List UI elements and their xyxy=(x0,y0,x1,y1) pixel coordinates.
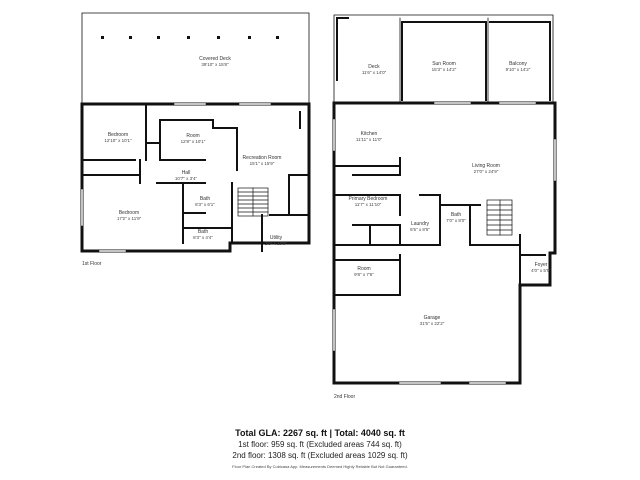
room-dimensions: 12'10" x 10'1" xyxy=(104,138,132,143)
deck-posts xyxy=(101,36,279,39)
first-floor-interior-walls xyxy=(81,103,310,252)
room-name: Bedroom xyxy=(118,210,140,216)
room-name: Deck xyxy=(368,64,380,70)
room-name: Sun Room xyxy=(432,61,456,67)
room-label-utility: Utility 2'5" x 10'9" xyxy=(265,235,287,247)
room-label-laundry: Laundry 6'5" x 8'5" xyxy=(410,221,430,233)
room-label-balcony: Balcony 9'10" x 14'2" xyxy=(506,61,531,73)
first-floor-stairs xyxy=(237,187,269,217)
room-label-hall: Hall 10'7" x 3'4" xyxy=(175,170,197,182)
room-name: Room xyxy=(186,133,200,139)
second-floor-windows xyxy=(333,102,556,384)
room-dimensions: 15'1" x 15'9" xyxy=(249,161,275,166)
room-name: Hall xyxy=(181,170,191,176)
room-label-primary-bedroom: Primary Bedroom 11'7" x 11'10" xyxy=(349,196,388,208)
room-dimensions: 12'8" x 10'1" xyxy=(180,139,206,144)
room-name: Foyer xyxy=(534,262,548,268)
room-dimensions: 11'11" x 11'0" xyxy=(355,137,383,142)
room-label-covered-deck: Covered Deck 39'10" x 15'8" xyxy=(199,56,231,68)
room-name: Garage xyxy=(423,315,441,321)
room-label-sun-room: Sun Room 15'3" x 14'2" xyxy=(432,61,457,73)
room-label-bath-2: Bath 8'3" x 4'4" xyxy=(193,229,213,241)
room-name: Utility xyxy=(269,235,283,241)
room-label-kitchen: Kitchen 11'11" x 11'0" xyxy=(356,131,382,143)
room-label-living-room: Living Room 27'0" x 24'9" xyxy=(472,163,500,175)
room-name: Bedroom xyxy=(107,132,129,138)
room-dimensions: 9'10" x 14'2" xyxy=(505,67,531,72)
room-name: Primary Bedroom xyxy=(348,196,388,202)
covered-deck-outline xyxy=(81,12,310,105)
second-floor-deck-rails xyxy=(336,17,551,101)
room-dimensions: 31'5" x 22'2" xyxy=(419,321,445,326)
room-dimensions: 11'6" x 14'0" xyxy=(361,70,387,75)
disclaimer-footer: Floor Plan Created By Cubicasa App. Meas… xyxy=(232,464,408,469)
room-dimensions: 9'8" x 7'6" xyxy=(354,272,374,277)
first-floor-windows xyxy=(81,103,271,252)
room-label-room-2: Room 9'8" x 7'6" xyxy=(354,266,374,278)
room-dimensions: 7'0" x 8'0" xyxy=(446,218,466,223)
room-name: Laundry xyxy=(410,221,430,227)
room-label-bath-3: Bath 7'0" x 8'0" xyxy=(446,212,466,224)
room-name: Bath xyxy=(199,196,211,202)
room-name: Bath xyxy=(450,212,462,218)
second-floor-area: 2nd floor: 1308 sq. ft (Excluded areas 1… xyxy=(232,451,408,460)
room-label-bath-1: Bath 8'3" x 6'1" xyxy=(195,196,215,208)
room-name: Kitchen xyxy=(360,131,378,137)
first-floor-area: 1st floor: 959 sq. ft (Excluded areas 74… xyxy=(238,440,402,449)
room-name: Living Room xyxy=(472,163,500,169)
second-floor-decks xyxy=(333,14,554,104)
room-label-garage: Garage 31'5" x 22'2" xyxy=(420,315,445,327)
room-name: Bath xyxy=(197,229,209,235)
room-label-bedroom-2: Bedroom 17'2" x 11'9" xyxy=(117,210,141,222)
first-floor-walls xyxy=(80,102,311,253)
room-label-deck: Deck 11'6" x 14'0" xyxy=(362,64,386,76)
room-label-recreation-room: Recreation Room 15'1" x 15'9" xyxy=(243,155,282,167)
room-dimensions: 27'0" x 24'9" xyxy=(473,169,499,174)
room-name: Recreation Room xyxy=(242,155,282,161)
room-name: Room xyxy=(357,266,371,272)
room-dimensions: 17'2" x 11'9" xyxy=(116,216,142,221)
room-dimensions: 10'7" x 3'4" xyxy=(174,176,198,181)
second-floor-interior-walls xyxy=(333,157,546,296)
room-dimensions: 15'3" x 14'2" xyxy=(431,67,457,72)
floor-plan-drawing xyxy=(80,12,557,385)
room-dimensions: 8'3" x 4'4" xyxy=(193,235,213,240)
room-dimensions: 4'0" x 5'9" xyxy=(531,268,551,273)
room-dimensions: 11'7" x 11'10" xyxy=(354,202,382,207)
floor-label-first: 1st Floor xyxy=(82,261,102,267)
total-area-summary: Total GLA: 2267 sq. ft | Total: 4040 sq.… xyxy=(235,428,405,438)
room-dimensions: 2'5" x 10'9" xyxy=(264,241,288,246)
room-label-bedroom-1: Bedroom 12'10" x 10'1" xyxy=(104,132,131,144)
room-label-foyer: Foyer 4'0" x 5'9" xyxy=(531,262,551,274)
room-dimensions: 39'10" x 15'8" xyxy=(201,62,229,67)
room-name: Covered Deck xyxy=(199,56,231,62)
second-floor-walls xyxy=(332,101,557,385)
room-dimensions: 6'5" x 8'5" xyxy=(410,227,430,232)
floor-label-second: 2nd Floor xyxy=(334,394,356,400)
room-dimensions: 8'3" x 6'1" xyxy=(195,202,215,207)
second-floor-stairs xyxy=(486,199,513,236)
room-name: Balcony xyxy=(509,61,527,67)
room-label-room-1: Room 12'8" x 10'1" xyxy=(181,133,206,145)
